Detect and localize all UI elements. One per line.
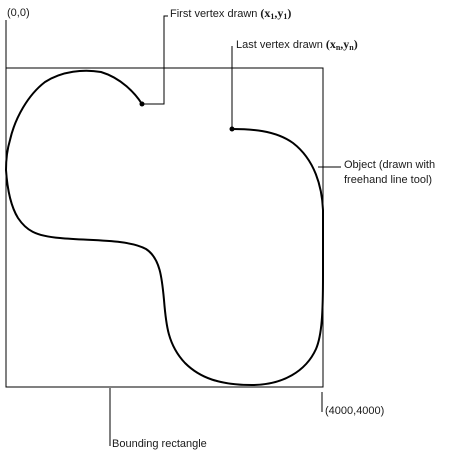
freehand-object-path	[5, 69, 324, 386]
last-vertex-label-text: Last vertex drawn	[236, 39, 323, 51]
bounding-rectangle-label: Bounding rectangle	[112, 438, 207, 450]
object-label-line-1: Object (drawn with	[344, 159, 435, 171]
last-vertex-y-subscript: n	[349, 43, 354, 52]
first-vertex-y: y	[277, 6, 283, 20]
object-label-line-2: freehand line tool)	[344, 174, 432, 186]
last-vertex-x: x	[330, 37, 336, 51]
corner-label: (4000,4000)	[325, 405, 384, 417]
first-vertex-x-subscript: 1	[270, 12, 274, 21]
first-vertex-label-text: First vertex drawn	[170, 8, 257, 20]
first-vertex-label: First vertex drawn(x1,y1)	[170, 6, 291, 21]
last-vertex-label: Last vertex drawn(xn,yn)	[236, 37, 358, 52]
last-vertex-x-subscript: n	[336, 43, 341, 52]
bounding-rectangle	[5, 67, 324, 388]
last-vertex-y: y	[343, 37, 349, 51]
first-vertex-y-subscript: 1	[283, 12, 287, 21]
origin-label: (0,0)	[7, 7, 30, 19]
first-vertex-x: x	[264, 6, 270, 20]
first-vertex-leader-line	[142, 15, 168, 105]
